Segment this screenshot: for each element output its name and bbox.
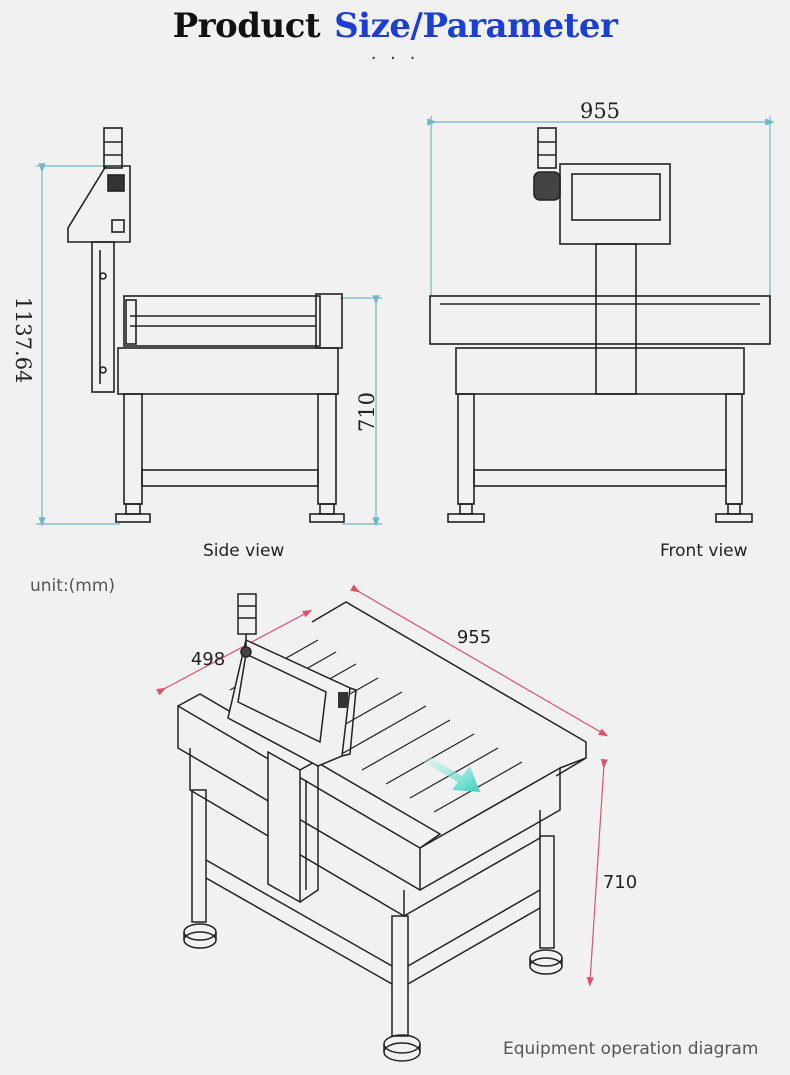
iso-length-value: 955	[457, 627, 491, 648]
iso-legs	[191, 789, 555, 1037]
iso-feet	[183, 923, 563, 1062]
iso-width-value: 498	[191, 649, 225, 670]
flow-arrow	[424, 756, 480, 792]
side-table-dimension	[340, 295, 382, 527]
title-dots: · · ·	[370, 48, 420, 69]
front-width-value: 955	[580, 99, 620, 123]
side-view-caption: Side view	[203, 541, 285, 561]
equipment-diagram-caption: Equipment operation diagram	[503, 1039, 759, 1059]
title-size-parameter: Size/Parameter	[334, 6, 618, 46]
side-view-drawing	[36, 127, 382, 527]
iso-length-dimension	[350, 584, 609, 737]
page-title: Product Size/Parameter	[0, 6, 790, 46]
front-view-caption: Front view	[660, 541, 748, 561]
isometric-drawing	[156, 584, 609, 1062]
side-table-height-value: 710	[355, 392, 379, 432]
side-height-value: 1137.64	[11, 297, 35, 384]
iso-width-dimension	[156, 609, 313, 696]
iso-height-dimension	[586, 758, 608, 987]
iso-beacon	[237, 593, 257, 658]
iso-height-value: 710	[603, 872, 637, 893]
front-width-dimension	[427, 116, 775, 296]
iso-display	[227, 638, 351, 767]
front-view-drawing	[427, 116, 775, 523]
unit-label: unit:(mm)	[30, 576, 116, 596]
title-product: Product	[172, 6, 321, 46]
side-height-dimension	[36, 163, 120, 527]
